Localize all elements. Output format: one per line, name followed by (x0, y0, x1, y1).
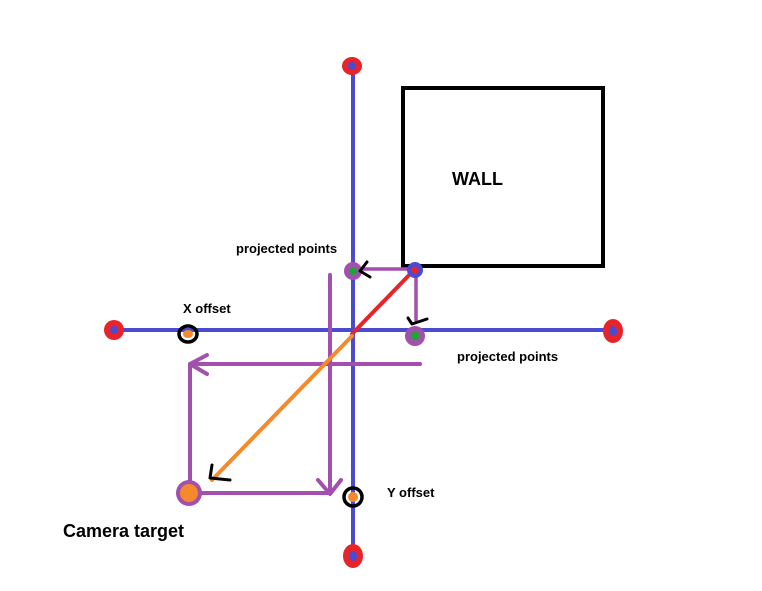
projection-arrows-wall (356, 267, 418, 322)
projected-points-label-top: projected points (236, 241, 337, 256)
camera-target-label: Camera target (63, 521, 184, 541)
pointer-tick-horizontal (406, 316, 429, 326)
wall-to-origin-line (350, 268, 416, 336)
projected-points-label-right: projected points (457, 349, 558, 364)
axis-endpoint-right (603, 319, 623, 343)
pointer-tick-camera (208, 463, 232, 482)
axis-endpoint-left (104, 320, 124, 340)
pointer-ticks (208, 260, 429, 482)
projected-point-vertical (344, 262, 362, 280)
projection-arrowhead-left (188, 353, 209, 376)
wall-label: WALL (452, 169, 503, 189)
projection-arrows-camera (188, 273, 422, 496)
y-offset-marker (342, 486, 364, 508)
projection-arrowhead-down (316, 478, 343, 496)
axis-endpoint-top (342, 57, 362, 75)
projected-point-horizontal (405, 326, 425, 346)
x-offset-marker (177, 324, 199, 344)
axis-endpoint-bottom (343, 544, 363, 568)
origin-to-camera-line (210, 334, 354, 482)
camera-target-marker (176, 480, 202, 506)
y-offset-label: Y offset (387, 485, 435, 500)
pointer-tick-vertical (358, 260, 372, 279)
x-offset-label: X offset (183, 301, 231, 316)
wall-corner-point (407, 262, 423, 278)
wall-box (401, 86, 605, 268)
